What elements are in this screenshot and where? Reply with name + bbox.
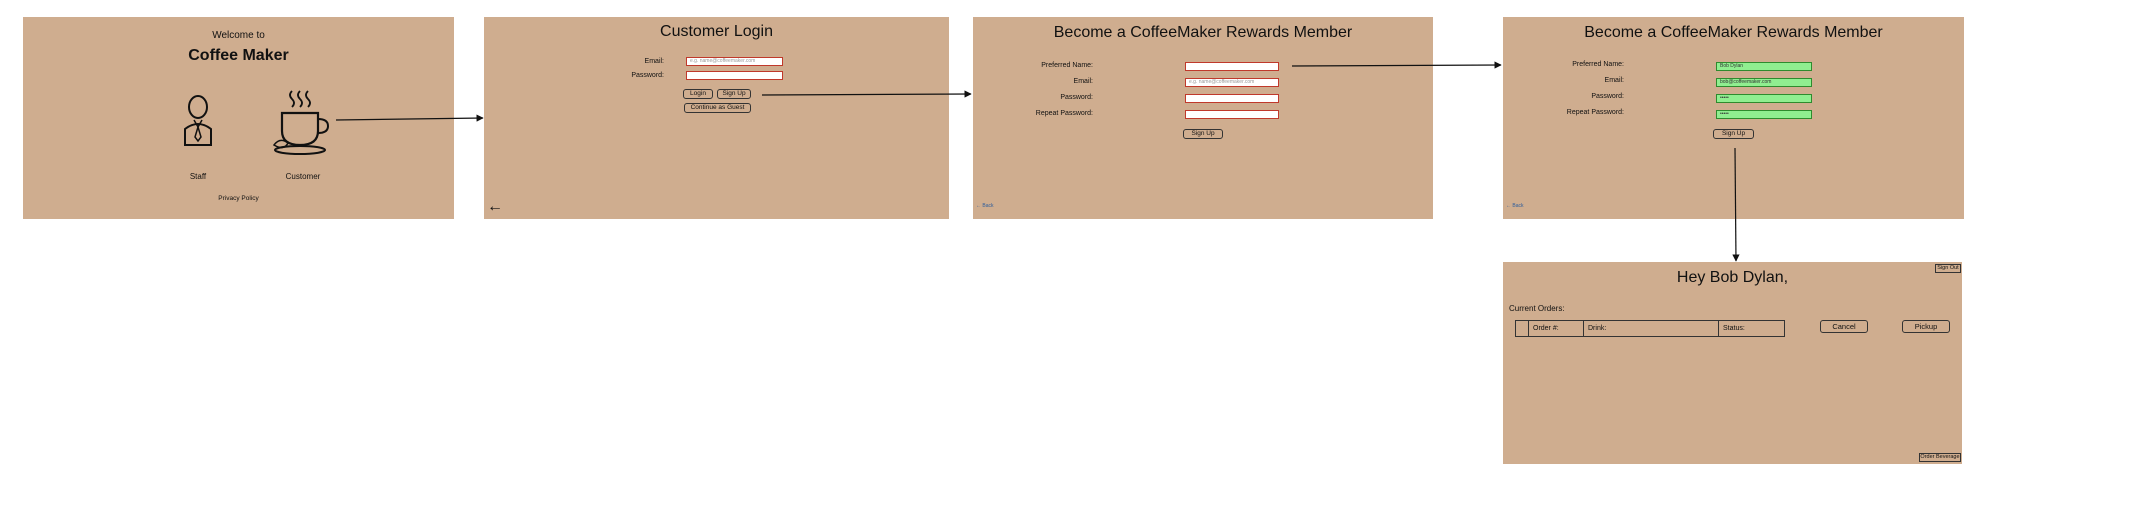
pickup-button[interactable]: Pickup bbox=[1902, 320, 1950, 333]
customer-option[interactable]: Customer bbox=[258, 87, 348, 181]
signup-screen-empty: Become a CoffeeMaker Rewards Member Pref… bbox=[973, 17, 1433, 219]
repeat-password-label: Repeat Password: bbox=[1566, 109, 1624, 116]
staff-label: Staff bbox=[189, 172, 207, 181]
signup-submit-button[interactable]: Sign Up bbox=[1183, 129, 1223, 139]
back-link[interactable]: ← Back bbox=[1506, 203, 1524, 209]
arrow-welcome-to-login bbox=[335, 114, 484, 122]
staff-option[interactable]: Staff bbox=[158, 89, 238, 181]
login-screen: Customer Login Email: e.g. name@coffeema… bbox=[484, 17, 949, 219]
arrow-filled-to-dashboard bbox=[1732, 147, 1740, 262]
login-button[interactable]: Login bbox=[683, 89, 713, 99]
cancel-button[interactable]: Cancel bbox=[1820, 320, 1868, 333]
repeat-password-input[interactable]: ••••• bbox=[1716, 110, 1812, 119]
welcome-screen: Welcome to Coffee Maker Staff Customer P… bbox=[23, 17, 454, 219]
back-arrow-icon[interactable]: ← bbox=[487, 198, 503, 215]
coffee-cup-icon bbox=[272, 90, 330, 155]
repeat-password-label: Repeat Password: bbox=[1035, 110, 1093, 117]
preferred-name-label: Preferred Name: bbox=[1041, 62, 1093, 69]
email-label: Email: bbox=[644, 58, 664, 65]
signup-screen-filled: Become a CoffeeMaker Rewards Member Pref… bbox=[1503, 17, 1964, 219]
login-title: Customer Login bbox=[660, 23, 773, 40]
app-title: Coffee Maker bbox=[188, 47, 289, 64]
password-input[interactable]: ••••• bbox=[1716, 94, 1812, 103]
signup-button[interactable]: Sign Up bbox=[717, 89, 751, 99]
welcome-greeting: Welcome to bbox=[212, 30, 265, 41]
arrow-signup-to-filled bbox=[1291, 61, 1502, 69]
email-label: Email: bbox=[1604, 77, 1624, 84]
back-link[interactable]: ← Back bbox=[976, 203, 994, 209]
sign-out-button[interactable]: Sign Out bbox=[1935, 264, 1961, 273]
signup-title: Become a CoffeeMaker Rewards Member bbox=[1584, 24, 1883, 41]
password-label: Password: bbox=[1591, 93, 1624, 100]
email-input[interactable]: e.g. name@coffeemaker.com bbox=[686, 57, 783, 66]
email-input[interactable]: e.g. name@coffeemaker.com bbox=[1185, 78, 1279, 87]
staff-person-icon bbox=[184, 95, 212, 146]
arrow-login-to-signup bbox=[761, 90, 972, 98]
preferred-name-input[interactable] bbox=[1185, 62, 1279, 71]
customer-dashboard: Hey Bob Dylan, Sign Out Current Orders: … bbox=[1503, 262, 1962, 464]
signup-title: Become a CoffeeMaker Rewards Member bbox=[1053, 24, 1353, 41]
password-input[interactable] bbox=[686, 71, 783, 80]
privacy-policy-link[interactable]: Privacy Policy bbox=[218, 195, 259, 202]
guest-button[interactable]: Continue as Guest bbox=[684, 103, 751, 113]
order-beverage-button[interactable]: Order Beverage bbox=[1919, 453, 1961, 462]
preferred-name-input[interactable]: Bob Dylan bbox=[1716, 62, 1812, 71]
repeat-password-input[interactable] bbox=[1185, 110, 1279, 119]
dashboard-greeting: Hey Bob Dylan, bbox=[1676, 269, 1789, 286]
signup-submit-button[interactable]: Sign Up bbox=[1713, 129, 1754, 139]
email-input[interactable]: bob@coffeemaker.com bbox=[1716, 78, 1812, 87]
customer-label: Customer bbox=[285, 172, 321, 181]
password-label: Password: bbox=[1060, 94, 1093, 101]
password-label: Password: bbox=[631, 72, 664, 79]
password-input[interactable] bbox=[1185, 94, 1279, 103]
column-status: Status: bbox=[1718, 320, 1785, 337]
email-label: Email: bbox=[1073, 78, 1093, 85]
current-orders-heading: Current Orders: bbox=[1509, 304, 1565, 313]
preferred-name-label: Preferred Name: bbox=[1572, 61, 1624, 68]
